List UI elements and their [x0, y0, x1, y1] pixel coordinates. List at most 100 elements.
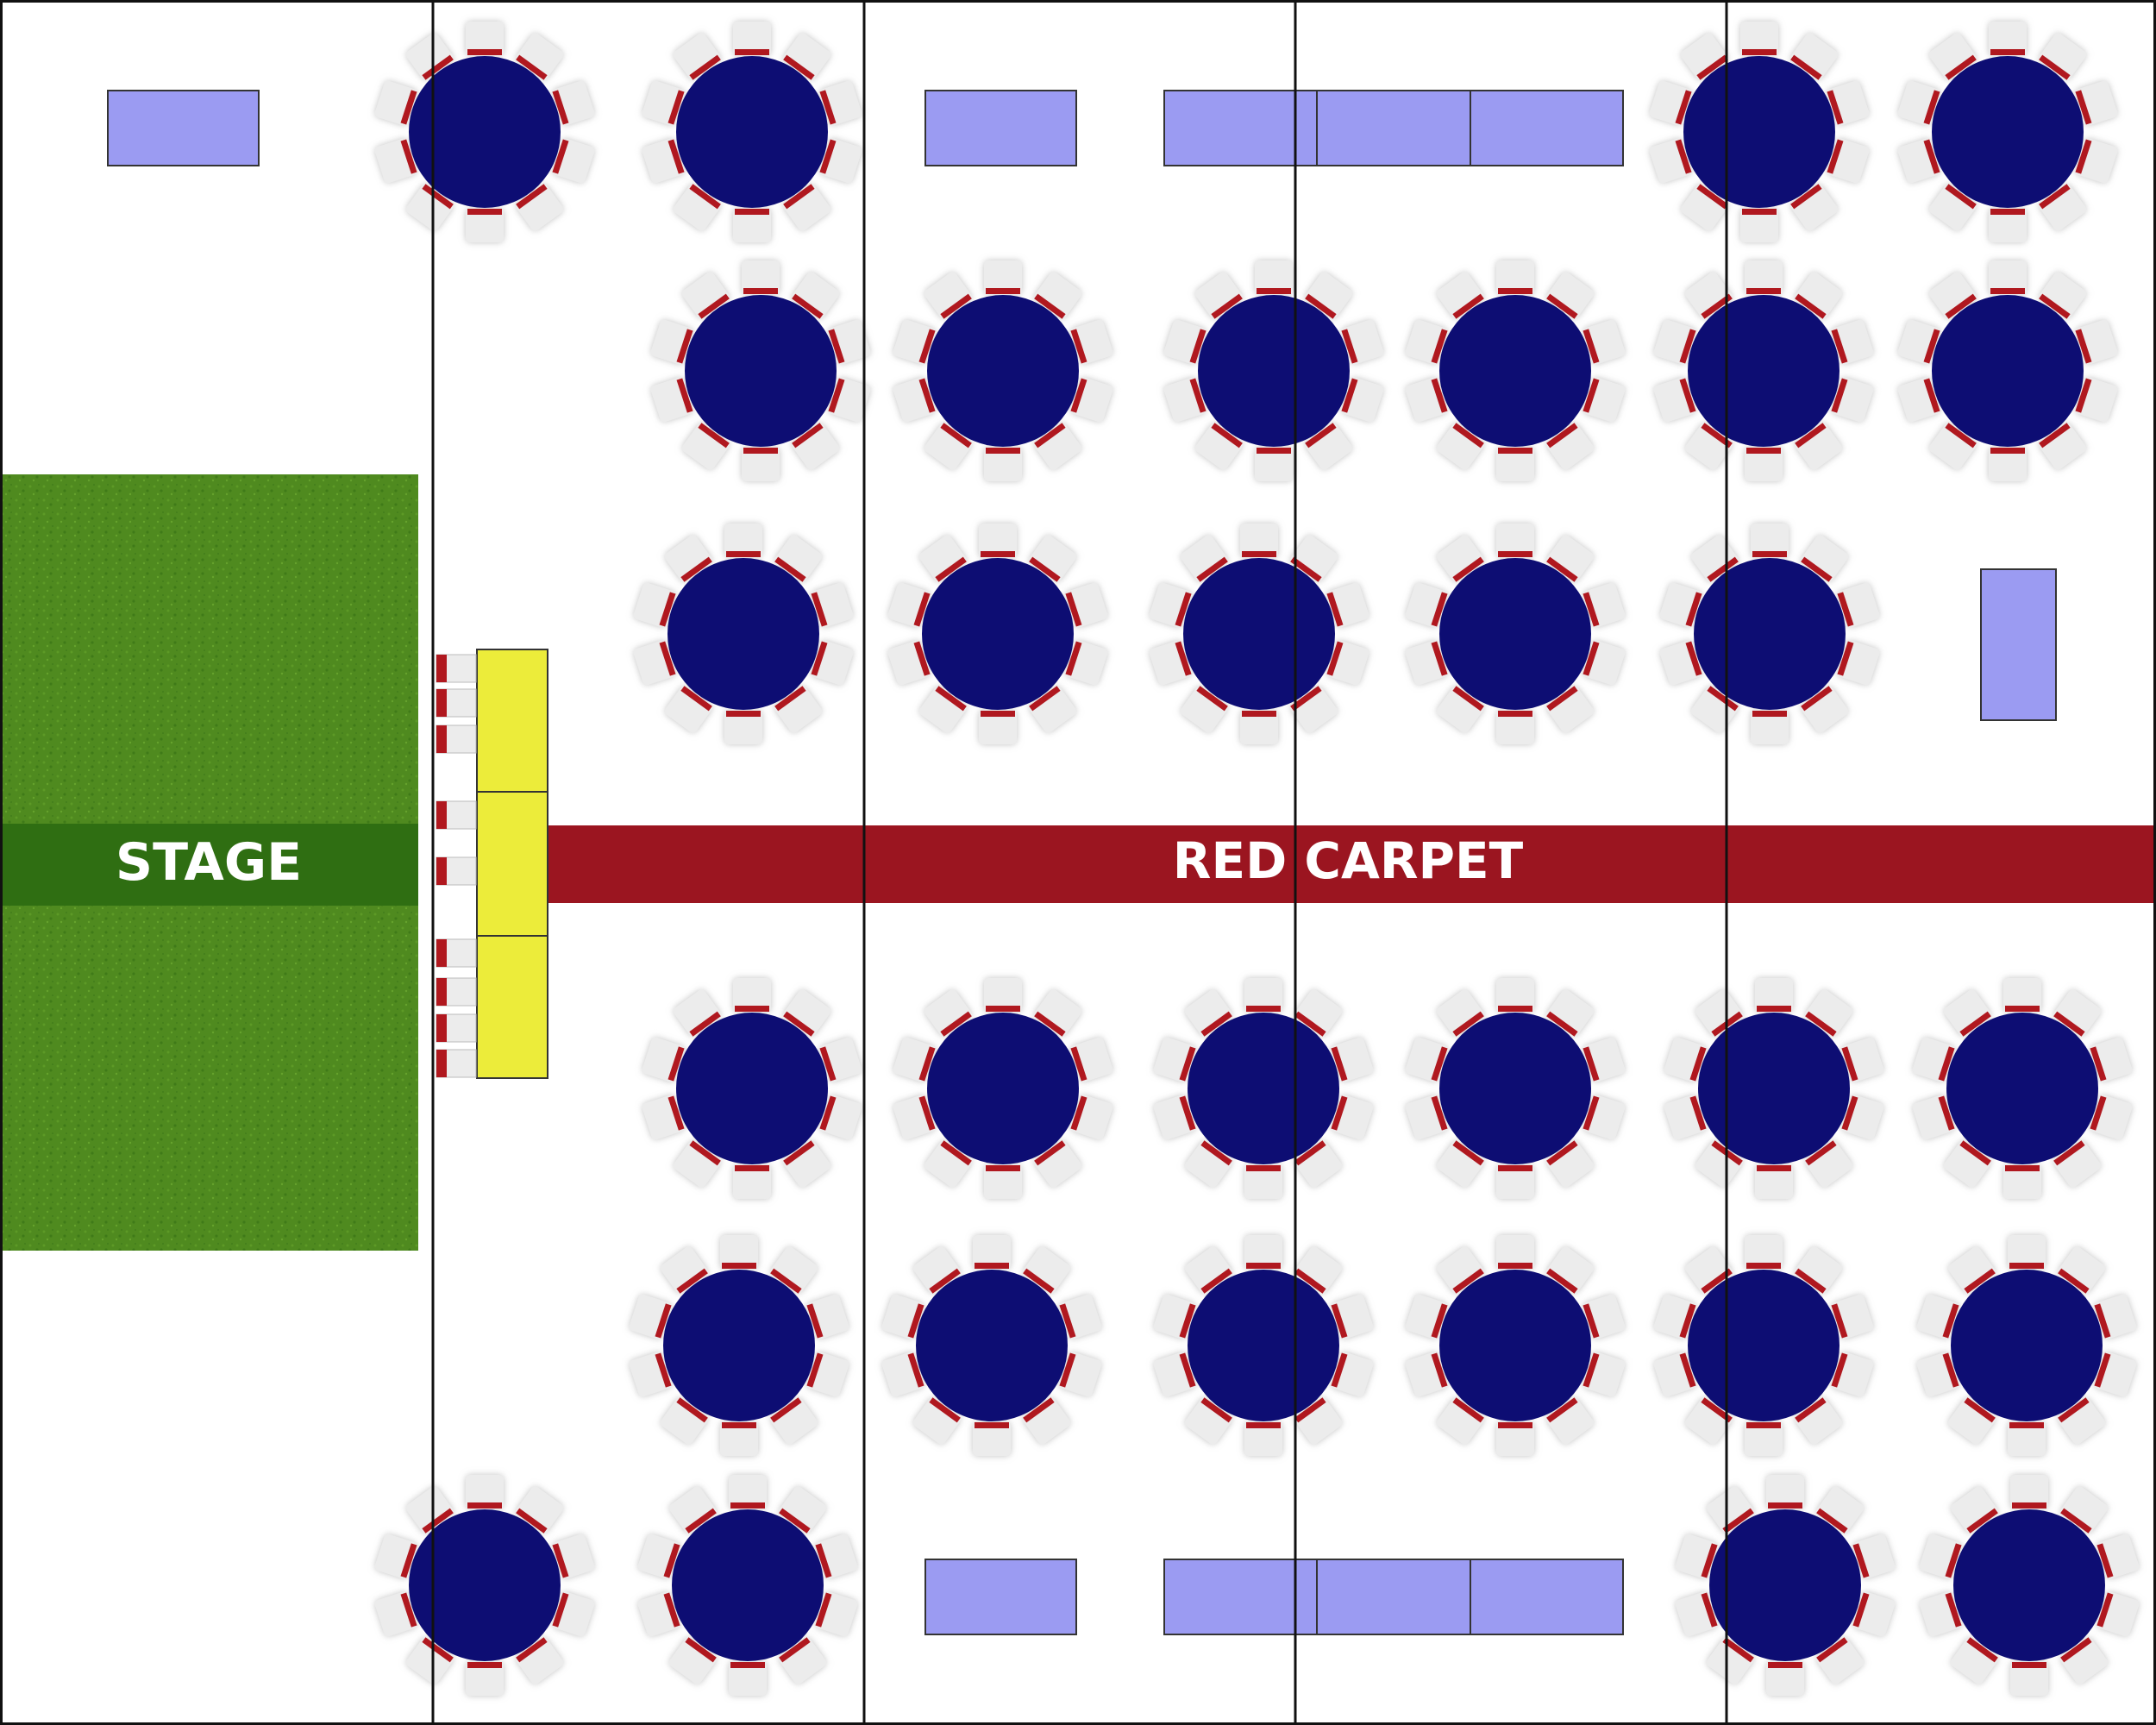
chair-icon [1437, 686, 1484, 733]
chair-back [676, 378, 693, 413]
chair-icon [1944, 1140, 1991, 1188]
chair-back [680, 686, 712, 712]
chair-back [1341, 378, 1358, 413]
chair-back [1452, 556, 1484, 582]
chair-icon [1406, 1295, 1448, 1339]
chair-back [940, 1140, 972, 1166]
chair-back [467, 1662, 502, 1668]
chair-icon [1305, 423, 1352, 470]
chair-icon [1406, 1352, 1448, 1396]
chair-back [1583, 641, 1600, 676]
chair-seat [984, 260, 1022, 295]
chair-icon [1154, 1038, 1196, 1082]
chair-back [1431, 1303, 1448, 1339]
chair-back [516, 184, 548, 210]
chair-icon [733, 1164, 771, 1199]
stage-label: STAGE [116, 832, 302, 893]
round-table-top [1688, 295, 1839, 447]
chair-back [1746, 1422, 1781, 1428]
chair-icon [1795, 1246, 1842, 1294]
chair-icon [1070, 377, 1112, 422]
round-tables [375, 22, 2139, 1696]
chair-icon [665, 535, 712, 582]
chair-back [2060, 1637, 2092, 1663]
chair-icon [2096, 1534, 2139, 1579]
chair-back [1452, 423, 1484, 448]
round-table [634, 524, 853, 744]
chair-icon [893, 1095, 936, 1139]
chair-icon [984, 1164, 1022, 1199]
chair-back [918, 1046, 936, 1082]
round-table-top [1188, 1013, 1339, 1164]
chair-back [1431, 378, 1448, 413]
chair-icon [1326, 583, 1369, 628]
chair-icon [2090, 1038, 2132, 1082]
rect-table [924, 1559, 1077, 1635]
chair-back [1242, 711, 1276, 717]
chair-back [783, 1140, 815, 1166]
chair-back [436, 857, 447, 885]
round-table-top [1439, 558, 1591, 710]
chair-back [918, 378, 936, 413]
chair-icon [651, 320, 693, 365]
chair-seat [1751, 524, 1789, 558]
chair-back [2053, 1011, 2085, 1037]
chair-back [1331, 1095, 1348, 1131]
chair-icon [1331, 1095, 1373, 1139]
chair-seat [979, 524, 1017, 558]
chair-icon [1816, 1637, 1864, 1684]
rect-table [1470, 90, 1624, 166]
chair-icon [1496, 260, 1534, 295]
chair-back [1752, 551, 1787, 557]
chair-icon [742, 447, 780, 481]
chair-icon [1831, 320, 1873, 365]
round-table [1654, 1235, 1873, 1456]
chair-icon [1740, 22, 1778, 56]
chair-back [1583, 1046, 1600, 1082]
chair-back [726, 551, 761, 557]
chair-back [1070, 329, 1087, 364]
round-table [630, 1235, 849, 1456]
chair-icon [924, 272, 972, 319]
round-table [1406, 978, 1625, 1199]
round-table [1898, 22, 2117, 242]
chair-icon [642, 81, 685, 126]
chair-back [1852, 1543, 1870, 1578]
chair-icon [1546, 535, 1594, 582]
round-table-top [927, 295, 1079, 447]
stage-label-band [0, 824, 418, 906]
chair-icon [1240, 710, 1278, 744]
round-table-top [685, 295, 837, 447]
chair-back [770, 1268, 802, 1294]
chair-seat [2008, 1235, 2046, 1270]
chair-back [722, 1422, 756, 1428]
chair-icon [1755, 978, 1793, 1013]
chair-icon [1029, 535, 1076, 582]
chair-back [1189, 329, 1206, 364]
round-table-top [1932, 295, 2084, 447]
chair-back [1701, 293, 1733, 319]
round-table [1406, 260, 1625, 481]
chair-icon [436, 1049, 477, 1078]
chair-icon [811, 640, 853, 685]
chair-icon [1496, 1164, 1534, 1199]
round-table [375, 1475, 594, 1696]
chair-back [1852, 1592, 1870, 1628]
chair-back [1675, 139, 1692, 174]
chair-back [1805, 1140, 1837, 1166]
chair-back [735, 1006, 769, 1012]
chair-icon [1065, 583, 1107, 628]
chair-back [1431, 329, 1448, 364]
round-table-top [927, 1013, 1079, 1164]
chair-back [467, 209, 502, 215]
chair-back [1452, 1011, 1484, 1037]
chair-back [907, 1352, 924, 1388]
chair-back [1959, 1140, 1991, 1166]
head-table-section-2 [476, 791, 548, 937]
chair-icon [2060, 1486, 2108, 1534]
chair-icon [733, 978, 771, 1013]
chair-icon [1195, 272, 1243, 319]
chair-back [1685, 592, 1702, 627]
chair-back [1059, 1352, 1076, 1388]
chair-icon [436, 1013, 477, 1043]
